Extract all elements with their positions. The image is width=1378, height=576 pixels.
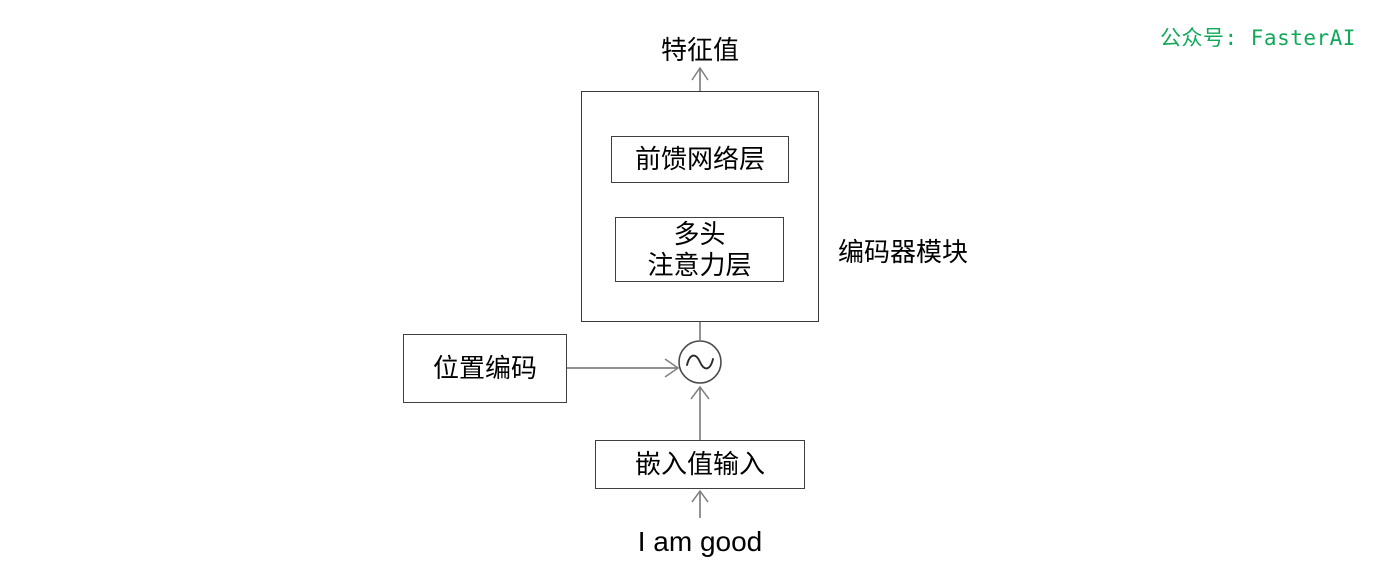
- encoder-block-label: 编码器模块: [838, 236, 969, 267]
- positional-encoding-box: 位置编码: [403, 334, 567, 403]
- watermark-text: 公众号: FasterAI: [1160, 26, 1356, 50]
- arrowhead-positional-to-sum: [664, 358, 680, 378]
- sum-node-sine-icon: [678, 340, 722, 384]
- multihead-attention-layer-box: 多头 注意力层: [615, 217, 784, 282]
- input-sentence-text: I am good: [637, 526, 763, 558]
- feature-output-label: 特征值: [660, 34, 739, 65]
- arrowhead-sentence-to-embedding: [691, 489, 709, 503]
- embedding-input-box: 嵌入值输入: [595, 440, 805, 489]
- encoder-block-container: [581, 91, 819, 322]
- arrowhead-embedding-to-sum: [690, 385, 710, 400]
- feedforward-layer-box: 前馈网络层: [611, 136, 789, 183]
